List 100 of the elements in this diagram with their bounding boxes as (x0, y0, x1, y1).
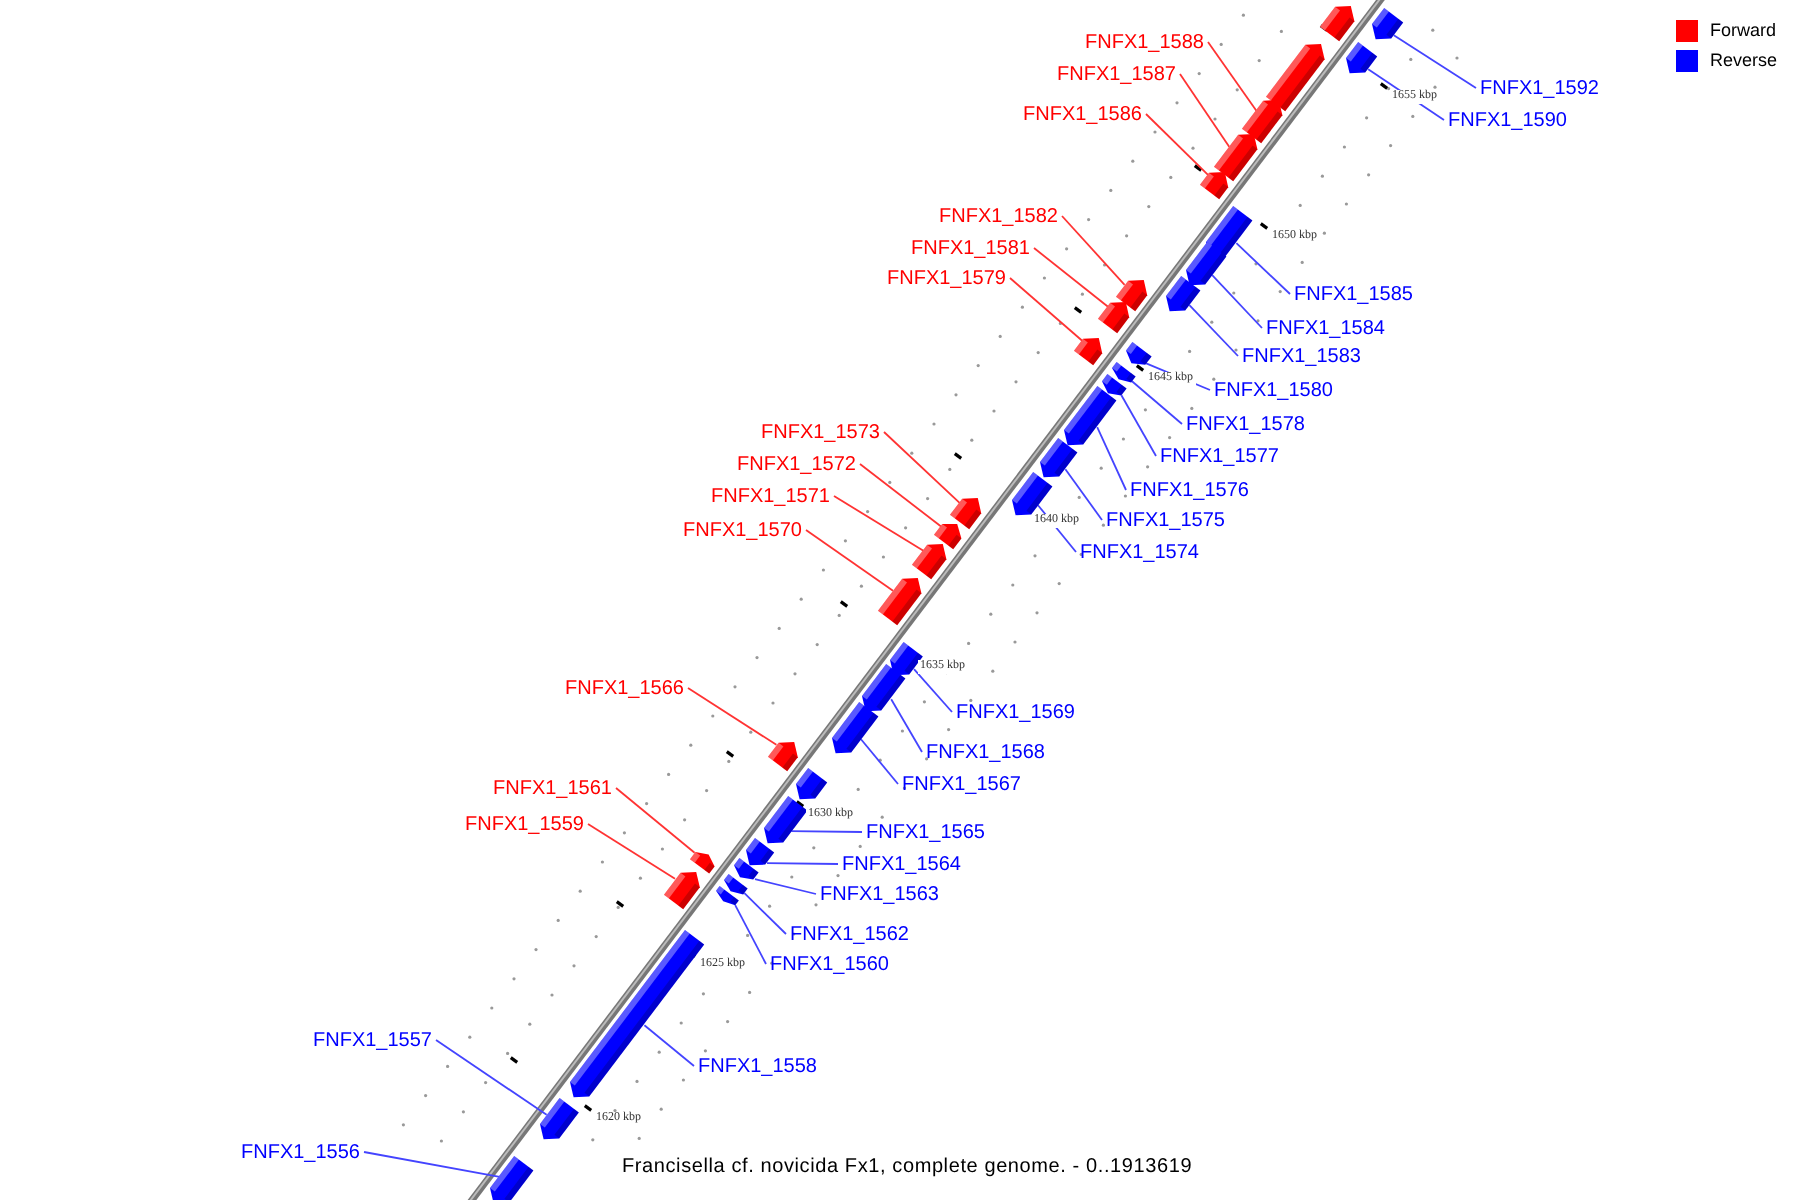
leader-line (734, 904, 767, 965)
gene-feature (912, 544, 947, 580)
leader-line (1061, 215, 1126, 286)
gene-label: FNFX1_1565 (866, 822, 985, 846)
leader-line (1145, 113, 1209, 176)
leader-line (615, 787, 696, 854)
gene-feature (715, 886, 739, 907)
gene-feature (890, 641, 924, 675)
gene-feature (877, 578, 922, 626)
leader-line (833, 495, 925, 552)
leader-line (790, 830, 863, 833)
gene-label: FNFX1_1588 (1085, 32, 1204, 56)
gene-label: FNFX1_1568 (926, 742, 1045, 766)
gene-feature (1115, 280, 1147, 312)
gene-feature (768, 741, 798, 771)
leader-line (1009, 277, 1084, 342)
gene-feature (1074, 338, 1103, 366)
gene-feature (746, 838, 775, 866)
gene-label: FNFX1_1566 (565, 678, 684, 702)
gene-label: FNFX1_1563 (820, 884, 939, 908)
leader-line (766, 862, 839, 865)
gene-label: FNFX1_1556 (241, 1142, 360, 1166)
leader-line (913, 668, 953, 713)
gene-feature (1214, 134, 1258, 182)
gene-label: FNFX1_1573 (761, 422, 880, 446)
leader-line (743, 892, 787, 935)
gene-feature (1101, 374, 1126, 397)
gene-feature (490, 1156, 534, 1200)
gene-feature (734, 858, 760, 881)
gene-feature (1064, 386, 1117, 446)
leader-line (643, 1024, 695, 1067)
gene-feature (724, 873, 749, 895)
gene-feature (1011, 472, 1052, 516)
leader-line (435, 1039, 548, 1116)
gene-feature (950, 498, 982, 530)
gene-label: FNFX1_1558 (698, 1056, 817, 1080)
gene-feature (831, 702, 878, 754)
leader-line (883, 431, 961, 504)
gene-label: FNFX1_1562 (790, 924, 909, 948)
gene-feature (1206, 206, 1254, 258)
gene-label: FNFX1_1585 (1294, 284, 1413, 308)
gene-label: FNFX1_1575 (1106, 510, 1225, 534)
gene-feature (1165, 276, 1201, 312)
leader-line (754, 878, 817, 895)
leader-line (687, 687, 778, 746)
caption: Francisella cf. novicida Fx1, complete genome. - 0..1913619 (622, 1156, 1193, 1180)
leader-line (860, 738, 899, 785)
gene-feature (690, 851, 715, 874)
gene-label: FNFX1_1580 (1214, 380, 1333, 404)
gene-feature (763, 796, 807, 844)
gene-label: FNFX1_1570 (683, 520, 802, 544)
gene-label: FNFX1_1583 (1242, 346, 1361, 370)
leader-line (1064, 468, 1103, 521)
leader-line (1207, 41, 1258, 112)
leader-line (890, 698, 923, 753)
gene-feature (1371, 8, 1403, 40)
gene-label: FNFX1_1581 (911, 238, 1030, 262)
gene-feature (1345, 42, 1378, 74)
gene-feature (1040, 438, 1078, 478)
leader-line (1120, 394, 1157, 457)
legend-label: Reverse (1710, 50, 1778, 72)
gene-label: FNFX1_1590 (1448, 110, 1567, 134)
gene-feature (796, 768, 828, 800)
leader-line (859, 463, 943, 528)
gene-feature (1125, 341, 1151, 365)
gene-feature (539, 1097, 579, 1139)
gene-label: FNFX1_1569 (956, 702, 1075, 726)
gene-feature (1200, 172, 1229, 200)
gene-label: FNFX1_1586 (1023, 104, 1142, 128)
gene-label: FNFX1_1572 (737, 454, 856, 478)
leader-line (1235, 242, 1291, 295)
gene-label: FNFX1_1557 (313, 1030, 432, 1054)
gene-feature (1266, 44, 1326, 112)
gene-label: FNFX1_1574 (1080, 542, 1199, 566)
gene-label: FNFX1_1560 (770, 954, 889, 978)
gene-label: FNFX1_1582 (939, 206, 1058, 230)
gene-label: FNFX1_1576 (1130, 480, 1249, 504)
gene-feature (1242, 100, 1284, 144)
gene-feature (1185, 242, 1226, 286)
gene-label: FNFX1_1559 (465, 814, 584, 838)
gene-label: FNFX1_1561 (493, 778, 612, 802)
gene-label: FNFX1_1587 (1057, 64, 1176, 88)
gene-feature (663, 871, 700, 909)
leader-line (805, 529, 894, 592)
gene-label: FNFX1_1577 (1160, 446, 1279, 470)
leader-line (1033, 247, 1109, 308)
leader-line (1188, 304, 1239, 357)
gene-feature (1112, 361, 1136, 383)
leader-line (1131, 380, 1183, 425)
gene-label: FNFX1_1578 (1186, 414, 1305, 438)
leader-line (363, 1151, 501, 1178)
gene-feature (862, 664, 907, 712)
gene-feature (934, 524, 962, 551)
leader-line (1096, 426, 1127, 491)
gene-label: FNFX1_1579 (887, 268, 1006, 292)
gene-feature (1319, 6, 1355, 42)
gene-label: FNFX1_1567 (902, 774, 1021, 798)
gene-feature (1098, 302, 1131, 334)
gene-label: FNFX1_1592 (1480, 78, 1599, 102)
gene-label: FNFX1_1571 (711, 486, 830, 510)
